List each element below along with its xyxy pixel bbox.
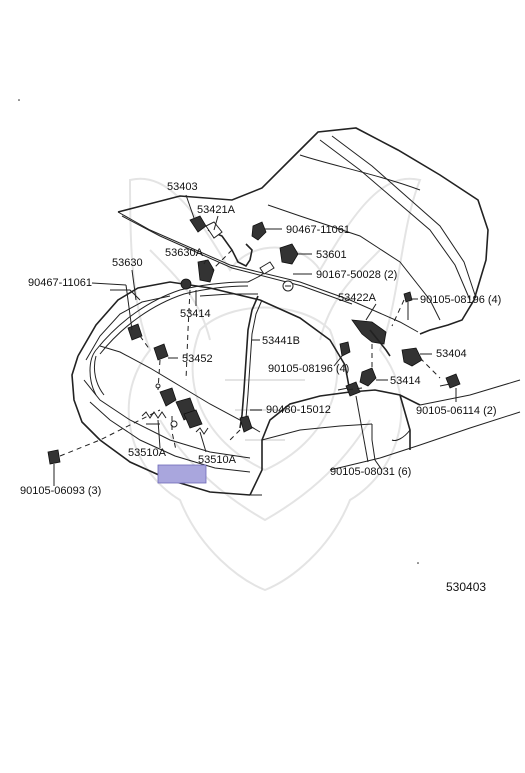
hood-panel xyxy=(117,127,489,335)
label-53510A-right: 53510A xyxy=(198,454,237,466)
leader-lines xyxy=(53,194,457,486)
label-90467-11061-left: 90467-11061 xyxy=(28,277,92,289)
label-90105-08196-mid: 90105-08196 (4) xyxy=(268,363,349,375)
stray-dot xyxy=(18,99,20,101)
label-53414-top: 53414 xyxy=(180,308,211,320)
label-53630: 53630 xyxy=(112,257,143,269)
hood-lock-parts xyxy=(47,215,461,482)
label-53510A-left: 53510A xyxy=(128,447,167,459)
label-90480-15012: 90480-15012 xyxy=(266,404,331,416)
label-90467-11061-top: 90467-11061 xyxy=(286,224,350,236)
label-53404: 53404 xyxy=(436,348,467,360)
watermark-crest xyxy=(127,177,422,592)
label-53452: 53452 xyxy=(182,353,213,365)
label-53601: 53601 xyxy=(316,249,347,261)
label-90105-08031: 90105-08031 (6) xyxy=(330,466,411,478)
label-53403: 53403 xyxy=(167,181,198,193)
highlight-box xyxy=(157,464,207,484)
label-53421A: 53421A xyxy=(197,204,236,216)
label-53422A: 53422A xyxy=(338,292,377,304)
label-90105-08196-right: 90105-08196 (4) xyxy=(420,294,501,306)
part-labels: 53403 53421A 90467-11061 53601 53630A 53… xyxy=(20,181,501,594)
label-90105-06093: 90105-06093 (3) xyxy=(20,485,101,497)
label-90167-50028: 90167-50028 (2) xyxy=(316,269,397,281)
front-body xyxy=(71,281,521,496)
stray-dot xyxy=(417,562,419,564)
label-90105-06114: 90105-06114 (2) xyxy=(416,405,497,417)
label-53441B: 53441B xyxy=(262,335,300,347)
release-cables xyxy=(89,267,271,429)
label-53414-right: 53414 xyxy=(390,375,421,387)
label-53630A: 53630A xyxy=(165,247,204,259)
figure-code: 530403 xyxy=(446,580,486,594)
